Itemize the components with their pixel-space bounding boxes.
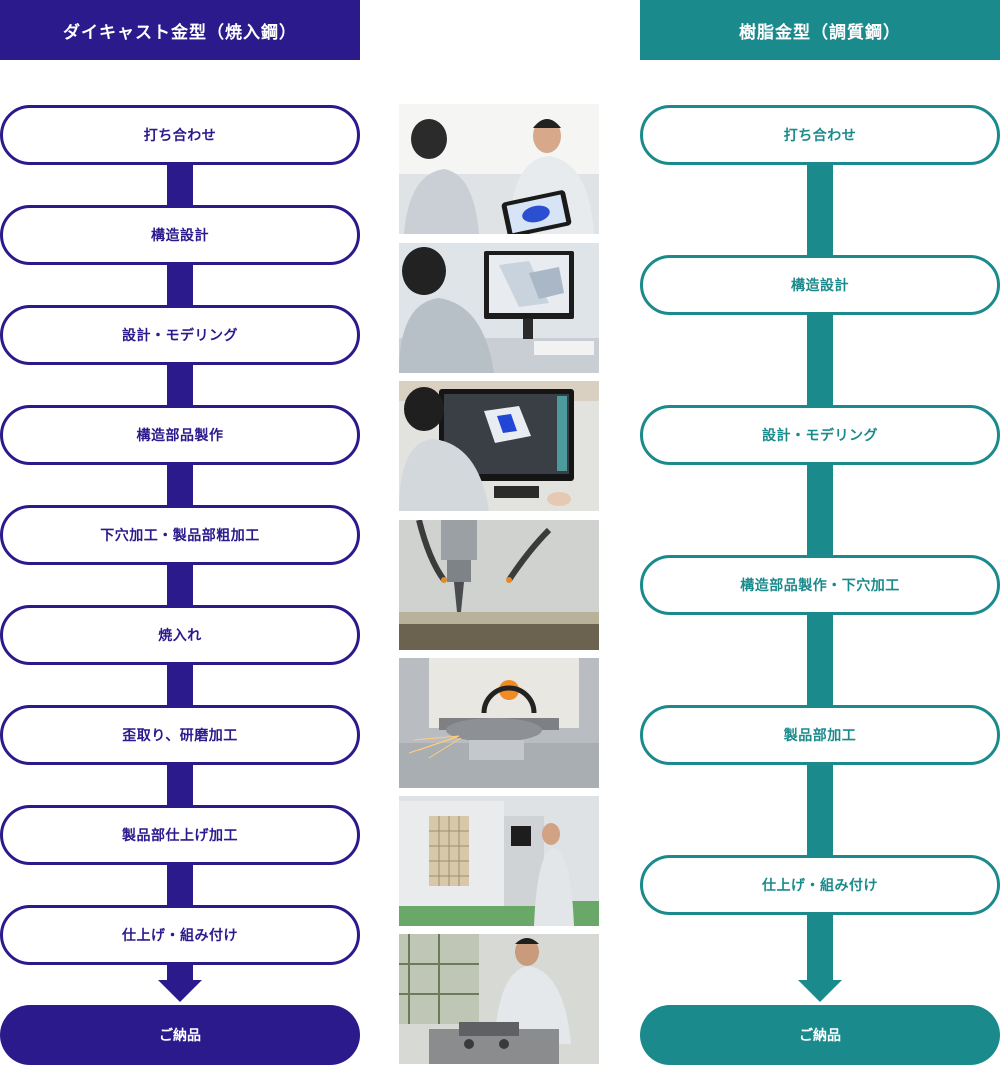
left-step-grinding: 歪取り、研磨加工: [0, 705, 360, 765]
left-step-meeting: 打ち合わせ: [0, 105, 360, 165]
right-delivery: ご納品: [640, 1005, 1000, 1065]
machining-center-photo: [399, 796, 599, 926]
right-step-assembly: 仕上げ・組み付け: [640, 855, 1000, 915]
flow-arrow: [798, 980, 842, 1002]
drilling-photo: [399, 520, 599, 650]
left-step-structural-parts: 構造部品製作: [0, 405, 360, 465]
meeting-photo: [399, 104, 599, 234]
flow-arrow: [158, 980, 202, 1002]
right-step-modeling: 設計・モデリング: [640, 405, 1000, 465]
cad-design-photo: [399, 243, 599, 373]
left-step-modeling: 設計・モデリング: [0, 305, 360, 365]
left-step-assembly: 仕上げ・組み付け: [0, 905, 360, 965]
grinding-photo: [399, 658, 599, 788]
right-step-meeting: 打ち合わせ: [640, 105, 1000, 165]
assembly-photo: [399, 934, 599, 1064]
3d-modeling-photo: [399, 381, 599, 511]
resin-flow: 打ち合わせ 構造設計 設計・モデリング 構造部品製作・下穴加工 製品部加工 仕上…: [640, 0, 1000, 1065]
right-step-structure-design: 構造設計: [640, 255, 1000, 315]
left-delivery: ご納品: [0, 1005, 360, 1065]
diecast-flow: 打ち合わせ 構造設計 設計・モデリング 構造部品製作 下穴加工・製品部粗加工 焼…: [0, 0, 360, 1065]
left-step-finish-machining: 製品部仕上げ加工: [0, 805, 360, 865]
left-step-structure-design: 構造設計: [0, 205, 360, 265]
left-column-title: ダイキャスト金型（焼入鋼）: [0, 0, 360, 60]
right-step-parts-drilling: 構造部品製作・下穴加工: [640, 555, 1000, 615]
right-column-title: 樹脂金型（調質鋼）: [640, 0, 1000, 60]
right-step-product-machining: 製品部加工: [640, 705, 1000, 765]
left-step-rough-machining: 下穴加工・製品部粗加工: [0, 505, 360, 565]
left-step-hardening: 焼入れ: [0, 605, 360, 665]
